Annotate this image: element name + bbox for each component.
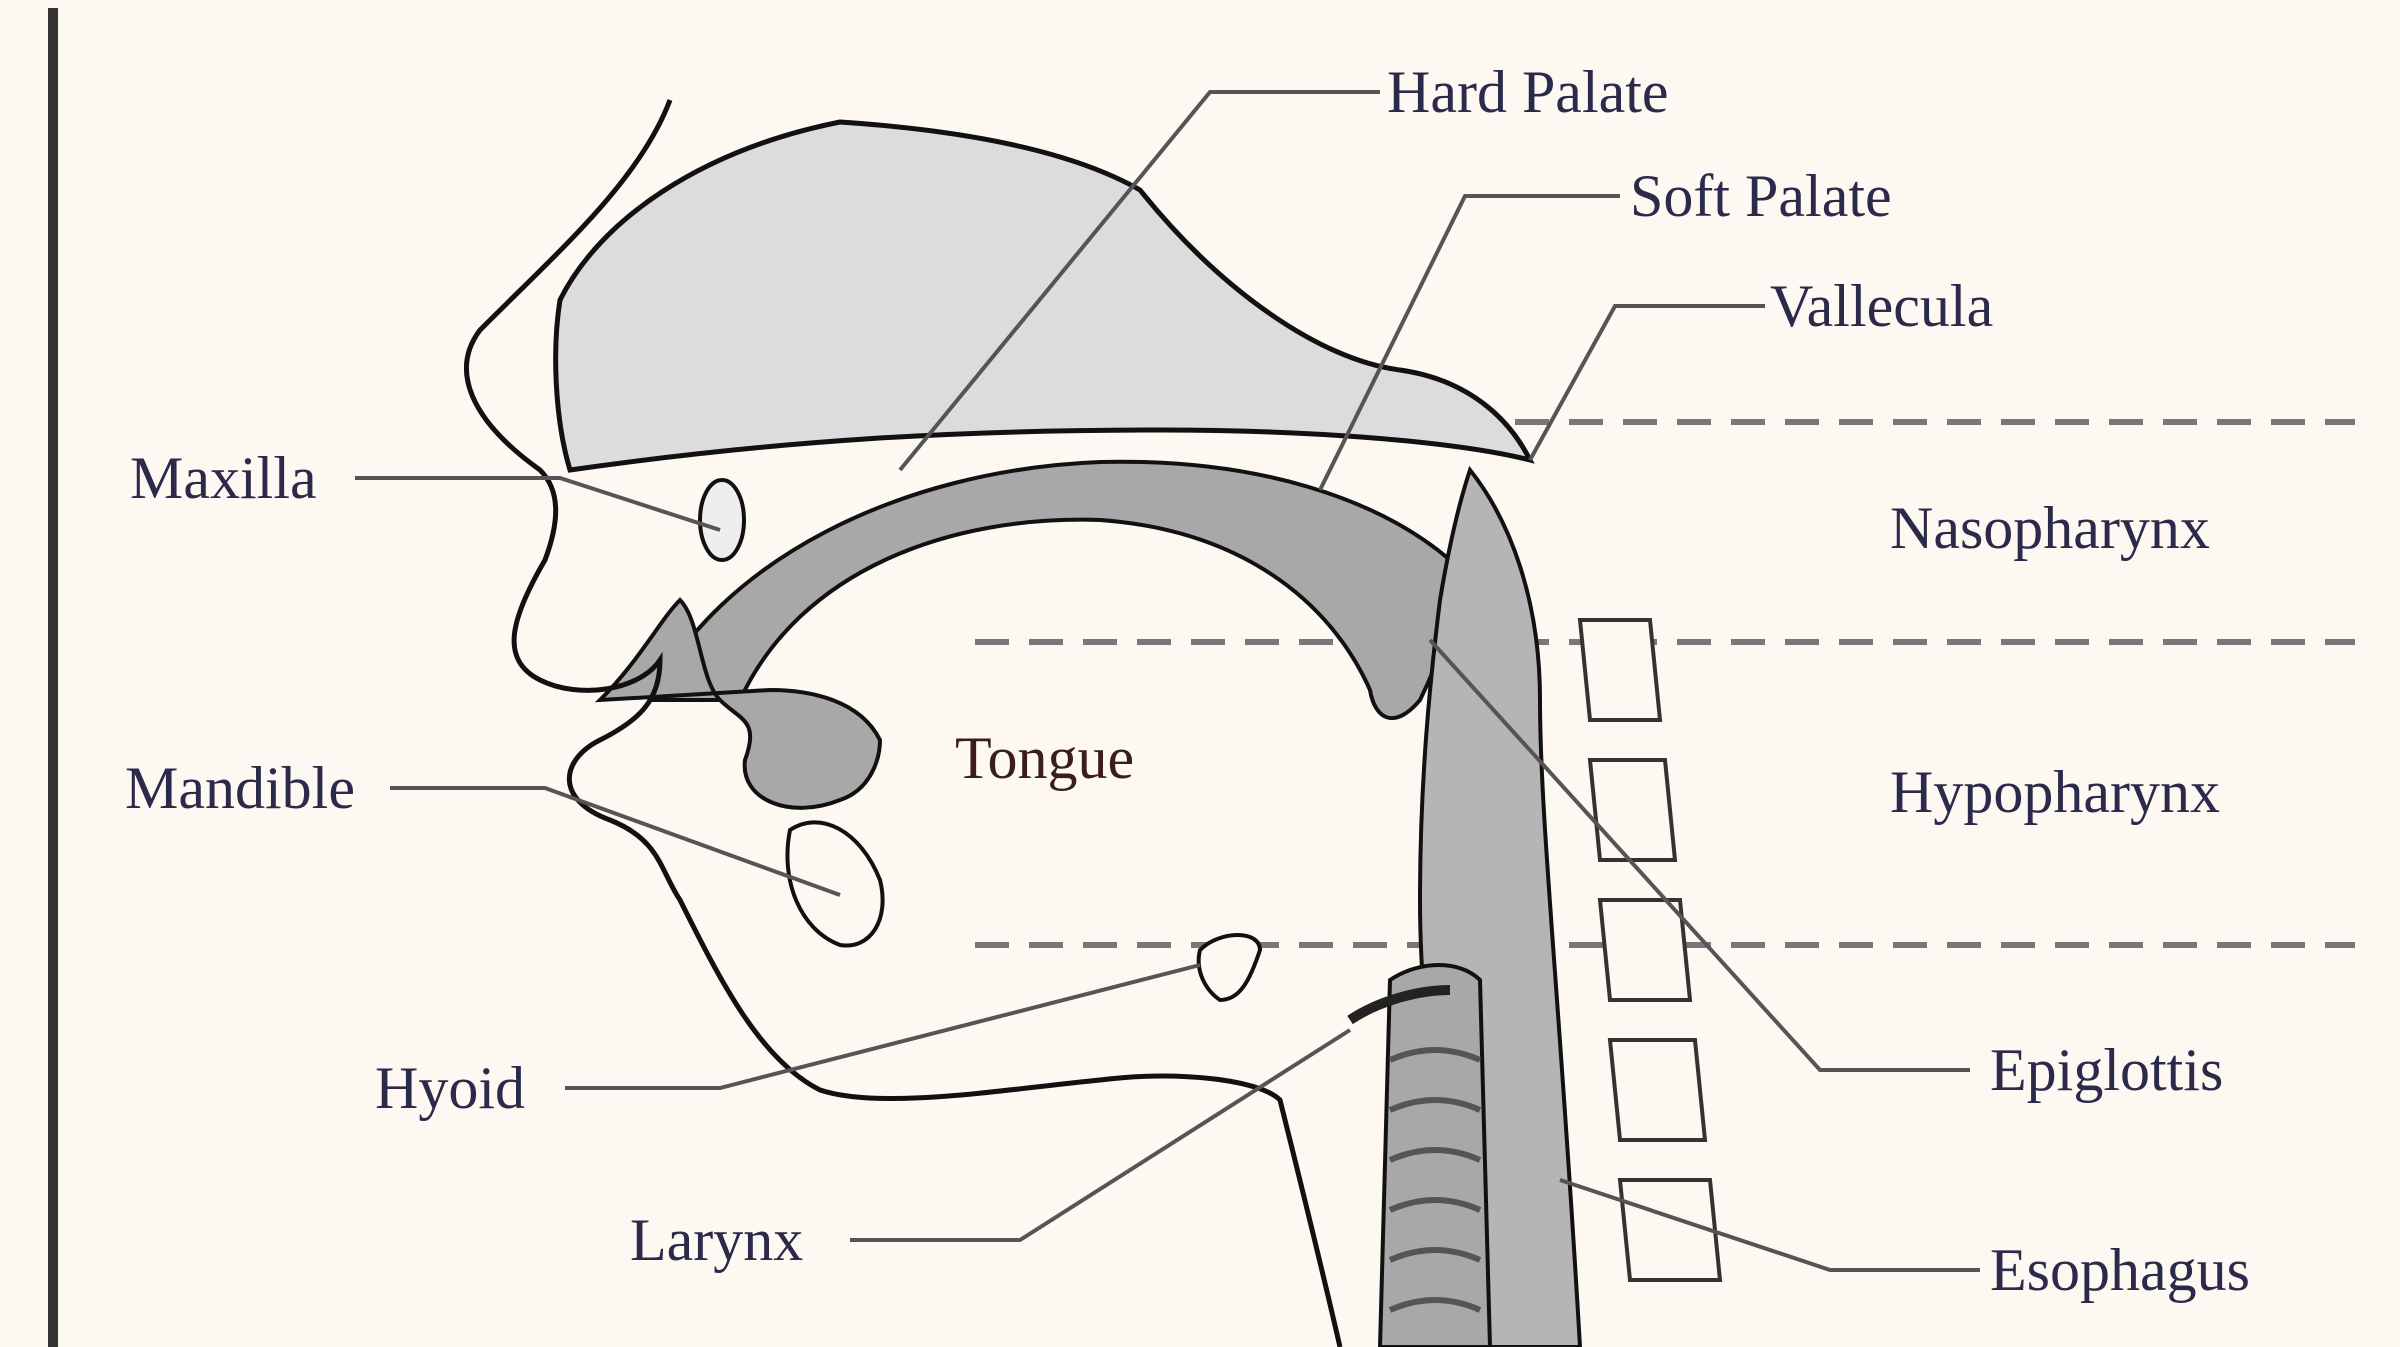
label-maxilla: Maxilla (130, 445, 317, 511)
label-soft-palate: Soft Palate (1630, 163, 1892, 229)
hyoid-bone (1199, 935, 1260, 1000)
frame-border (48, 8, 58, 1347)
label-esophagus: Esophagus (1990, 1237, 2250, 1303)
label-hard-palate: Hard Palate (1387, 59, 1669, 125)
label-hypopharynx: Hypopharynx (1890, 759, 2220, 825)
label-vallecula: Vallecula (1770, 273, 1993, 339)
hyoid-leader (565, 965, 1200, 1088)
maxilla-leader (355, 478, 720, 530)
incisor-tooth (700, 480, 744, 560)
vallecula-leader (1530, 306, 1765, 460)
label-tongue: Tongue (955, 725, 1134, 791)
label-epiglottis: Epiglottis (1990, 1037, 2223, 1103)
label-larynx: Larynx (630, 1207, 803, 1273)
palate-arch (650, 462, 1453, 718)
larynx-leader (850, 1030, 1350, 1240)
label-hyoid: Hyoid (375, 1055, 525, 1121)
label-nasopharynx: Nasopharynx (1890, 495, 2210, 561)
label-mandible: Mandible (125, 755, 355, 821)
cervical-vertebrae (1580, 620, 1720, 1280)
lower-tooth (787, 822, 882, 945)
